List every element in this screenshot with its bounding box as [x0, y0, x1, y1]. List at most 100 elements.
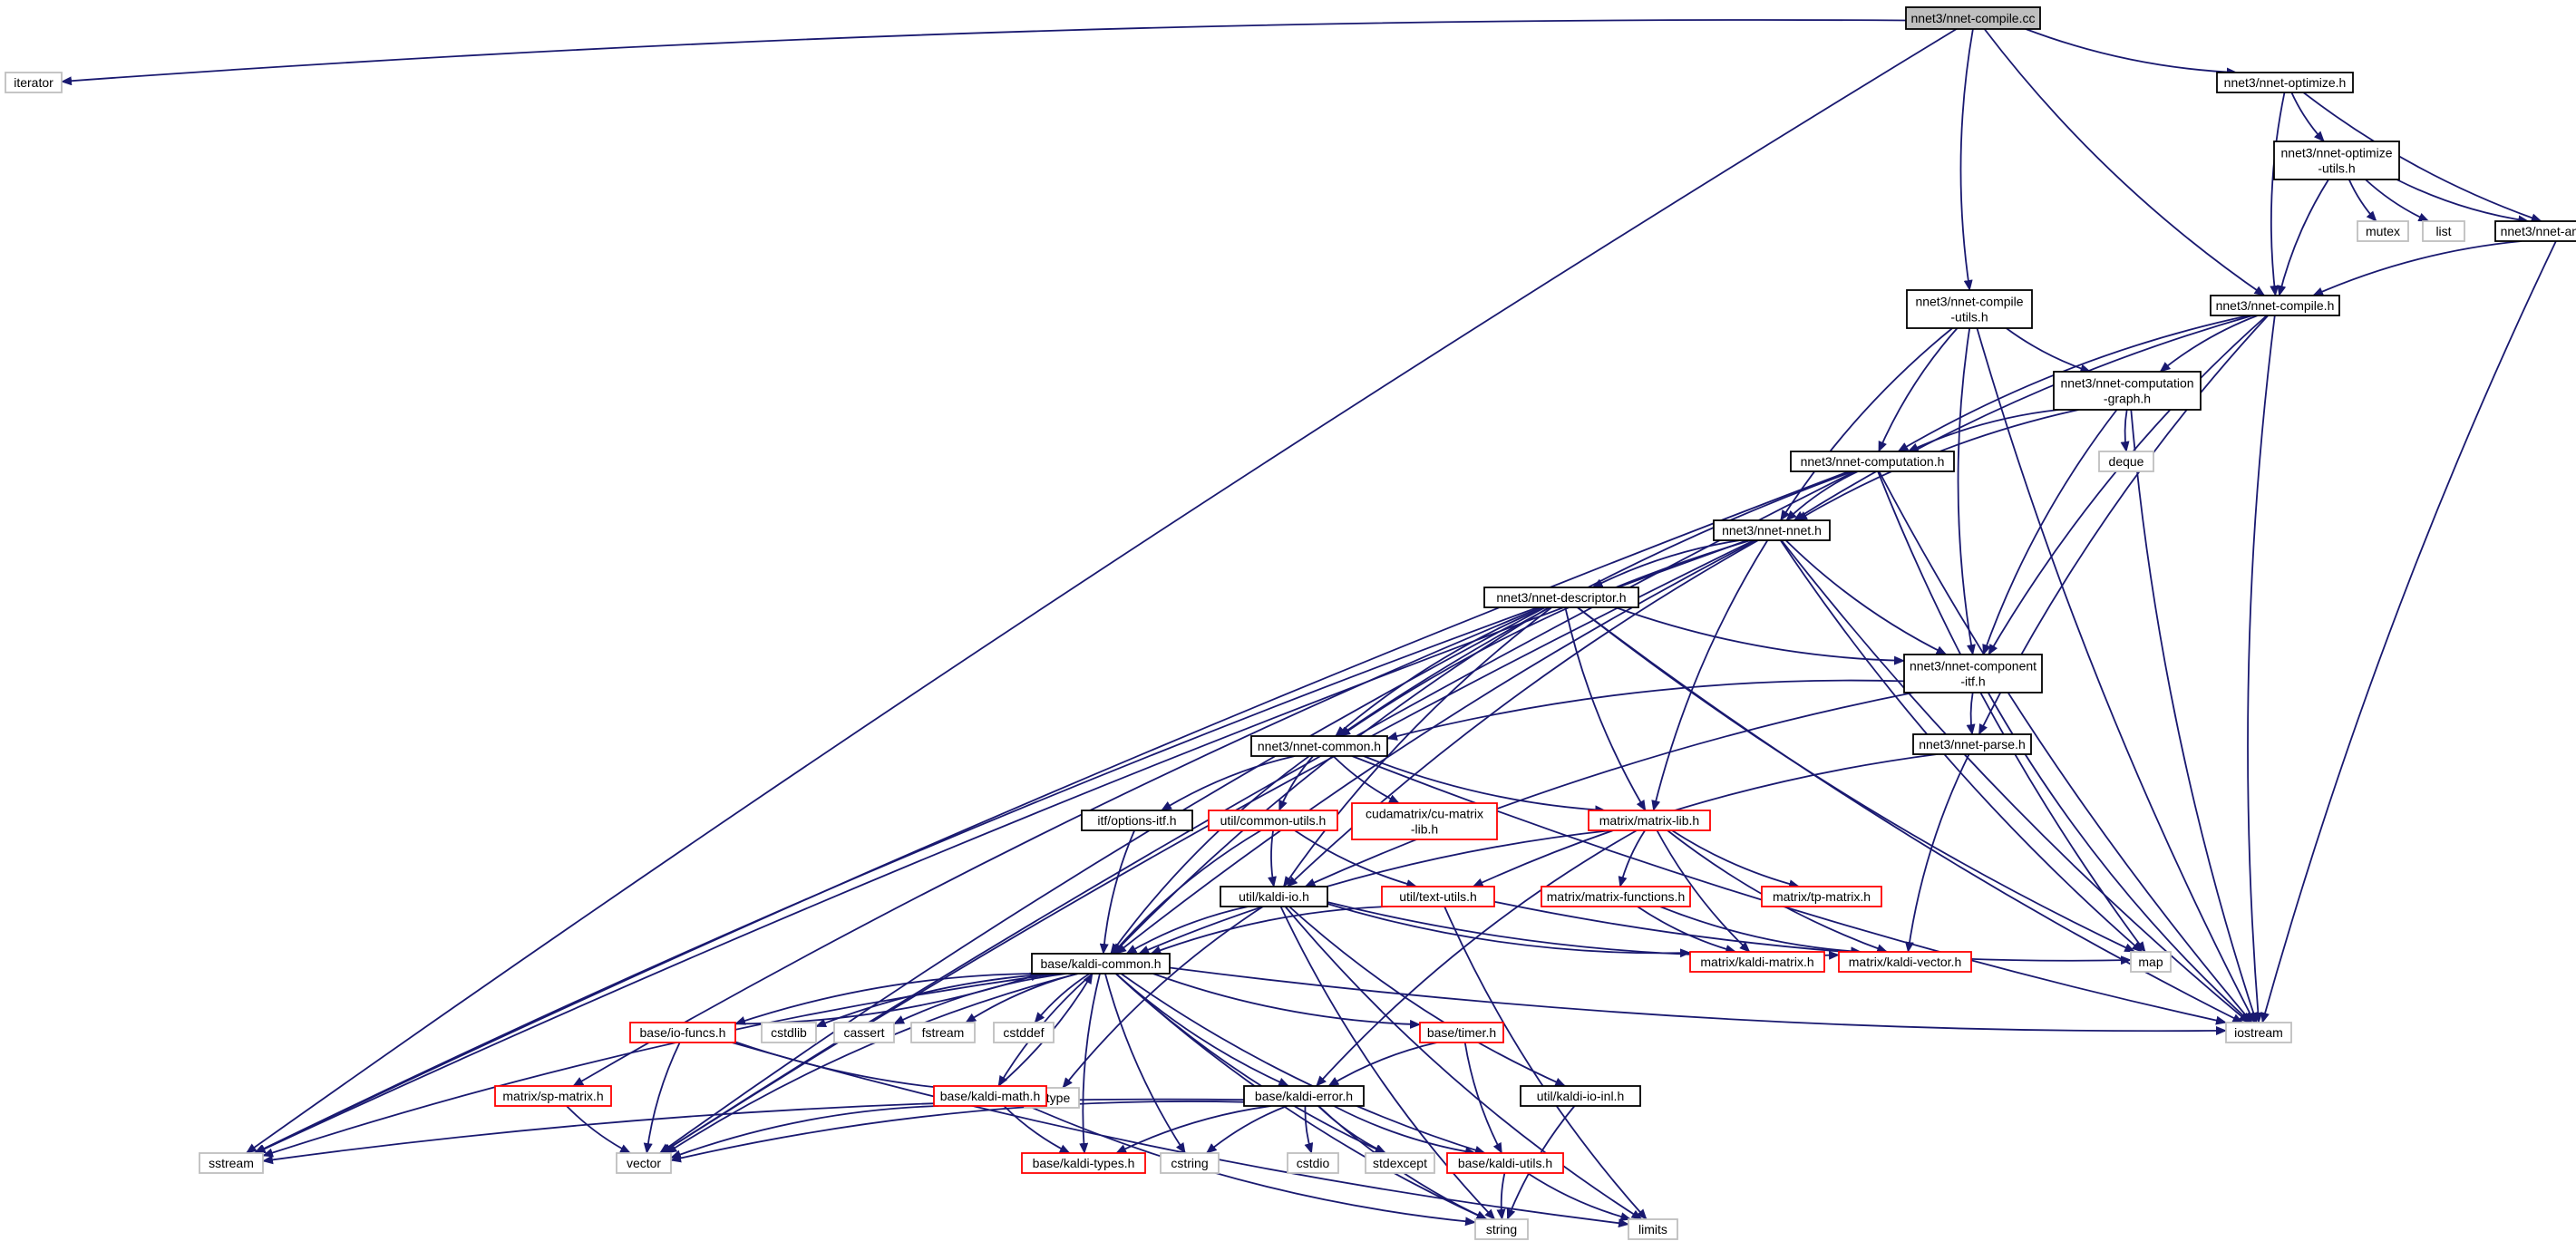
node-nnet-compile-utils-h[interactable]: nnet3/nnet-compile-utils.h — [1906, 289, 2033, 329]
node-box-iostream — [2225, 1022, 2292, 1043]
node-nnet-common-h[interactable]: nnet3/nnet-common.h — [1250, 735, 1388, 757]
edge-nnet-optimize-utils-h-to-mutex — [2348, 179, 2377, 222]
edge-nnet-computation-graph-h-to-nnet-computation-h — [1907, 409, 2059, 452]
node-label-nnet-compile-utils-h-1: -utils.h — [1950, 310, 1988, 325]
edge-sp-matrix-h-to-vector — [566, 1105, 631, 1154]
edge-kaldi-math-h-to-kaldi-types-h — [1003, 1105, 1071, 1154]
node-box-nnet-optimize-utils-h — [2273, 141, 2400, 180]
node-kaldi-utils-h[interactable]: base/kaldi-utils.h — [1446, 1152, 1564, 1174]
edge-nnet-descriptor-h-to-sstream — [254, 606, 1539, 1154]
edge-matrix-lib-h-to-kaldi-common-h — [1138, 829, 1611, 955]
node-kaldi-matrix-h[interactable]: matrix/kaldi-matrix.h — [1689, 951, 1825, 973]
node-matrix-functions-h[interactable]: matrix/matrix-functions.h — [1541, 886, 1691, 907]
node-kaldi-vector-h[interactable]: matrix/kaldi-vector.h — [1838, 951, 1972, 973]
edge-kaldi-common-h-to-string — [1114, 973, 1488, 1220]
edge-matrix-lib-h-to-matrix-functions-h — [1618, 829, 1646, 887]
node-nnet-descriptor-h[interactable]: nnet3/nnet-descriptor.h — [1483, 587, 1639, 608]
node-vector[interactable]: vector — [616, 1152, 672, 1174]
node-options-itf-h[interactable]: itf/options-itf.h — [1081, 810, 1193, 831]
node-label-mutex-0: mutex — [2366, 224, 2400, 238]
node-tp-matrix-h[interactable]: matrix/tp-matrix.h — [1761, 886, 1882, 907]
node-list[interactable]: list — [2422, 220, 2465, 242]
node-label-cstdlib-0: cstdlib — [771, 1025, 807, 1040]
edge-io-funcs-h-to-limits — [731, 1042, 1629, 1228]
node-nnet-compile-cc[interactable]: nnet3/nnet-compile.cc — [1905, 6, 2041, 30]
node-iostream[interactable]: iostream — [2225, 1022, 2292, 1043]
node-nnet-compile-h[interactable]: nnet3/nnet-compile.h — [2210, 295, 2340, 316]
node-iterator[interactable]: iterator — [5, 72, 63, 93]
node-label-io-funcs-h-0: base/io-funcs.h — [640, 1025, 726, 1040]
node-label-kaldi-error-h-0: base/kaldi-error.h — [1255, 1089, 1353, 1103]
edge-nnet-nnet-h-to-nnet-component-itf-h — [1784, 539, 1948, 655]
edge-nnet-compile-utils-h-to-nnet-computation-h — [1878, 327, 1959, 452]
node-deque[interactable]: deque — [2098, 451, 2154, 472]
node-kaldi-types-h[interactable]: base/kaldi-types.h — [1021, 1152, 1146, 1174]
edge-nnet-descriptor-h-to-nnet-component-itf-h — [1615, 606, 1905, 665]
node-box-text-utils-h — [1381, 886, 1495, 907]
node-box-kaldi-matrix-h — [1689, 951, 1825, 973]
node-nnet-optimize-h[interactable]: nnet3/nnet-optimize.h — [2216, 72, 2354, 93]
node-label-kaldi-math-h-0: base/kaldi-math.h — [940, 1089, 1041, 1103]
node-common-utils-h[interactable]: util/common-utils.h — [1208, 810, 1338, 831]
edge-matrix-lib-h-to-kaldi-matrix-h — [1656, 829, 1751, 953]
node-label-kaldi-common-h-0: base/kaldi-common.h — [1040, 956, 1161, 971]
node-box-cstring — [1160, 1152, 1220, 1174]
node-label-list-0: list — [2435, 224, 2451, 238]
edge-kaldi-error-h-to-cstring — [1205, 1105, 1288, 1154]
node-cstring[interactable]: cstring — [1160, 1152, 1220, 1174]
node-box-nnet-compile-utils-h — [1906, 289, 2033, 329]
node-cstdio[interactable]: cstdio — [1287, 1152, 1339, 1174]
edge-nnet-nnet-h-to-nnet-common-h — [1339, 539, 1752, 737]
node-kaldi-io-h[interactable]: util/kaldi-io.h — [1220, 886, 1328, 907]
node-box-nnet-computation-graph-h — [2053, 371, 2202, 411]
node-cstdlib[interactable]: cstdlib — [761, 1022, 817, 1043]
node-label-nnet-component-itf-h-1: -itf.h — [1960, 674, 1985, 689]
edge-nnet-compile-cc-to-nnet-optimize-h — [2025, 28, 2238, 77]
node-nnet-parse-h[interactable]: nnet3/nnet-parse.h — [1912, 733, 2032, 755]
edge-kaldi-error-h-to-kaldi-utils-h — [1333, 1105, 1476, 1157]
edge-kaldi-math-h-to-string — [1027, 1105, 1476, 1227]
node-kaldi-math-h[interactable]: base/kaldi-math.h — [933, 1085, 1047, 1107]
node-sp-matrix-h[interactable]: matrix/sp-matrix.h — [494, 1085, 612, 1107]
node-kaldi-error-h[interactable]: base/kaldi-error.h — [1243, 1085, 1365, 1107]
node-mutex[interactable]: mutex — [2357, 220, 2409, 242]
node-label-matrix-lib-h-0: matrix/matrix-lib.h — [1599, 813, 1699, 828]
node-box-list — [2422, 220, 2465, 242]
node-kaldi-io-inl-h[interactable]: util/kaldi-io-inl.h — [1520, 1085, 1641, 1107]
node-nnet-analyze-h[interactable]: nnet3/nnet-analyze.h — [2494, 220, 2576, 242]
node-nnet-nnet-h[interactable]: nnet3/nnet-nnet.h — [1713, 519, 1831, 541]
node-box-kaldi-error-h — [1243, 1085, 1365, 1107]
node-text-utils-h[interactable]: util/text-utils.h — [1381, 886, 1495, 907]
node-map[interactable]: map — [2130, 951, 2172, 973]
node-nnet-computation-h[interactable]: nnet3/nnet-computation.h — [1790, 451, 1955, 472]
edge-nnet-compile-utils-h-to-iostream — [1976, 327, 2256, 1023]
node-nnet-component-itf-h[interactable]: nnet3/nnet-component-itf.h — [1903, 654, 2043, 693]
node-stdexcept[interactable]: stdexcept — [1365, 1152, 1435, 1174]
edge-nnet-nnet-h-to-kaldi-io-h — [1287, 539, 1759, 887]
node-nnet-computation-graph-h[interactable]: nnet3/nnet-computation-graph.h — [2053, 371, 2202, 411]
node-cassert[interactable]: cassert — [833, 1022, 895, 1043]
node-cu-matrix-lib-h[interactable]: cudamatrix/cu-matrix-lib.h — [1351, 802, 1498, 840]
node-label-sstream-0: sstream — [209, 1156, 254, 1170]
node-fstream[interactable]: fstream — [910, 1022, 976, 1043]
edge-nnet-computation-graph-h-to-deque — [2120, 409, 2130, 452]
edge-nnet-computation-h-to-nnet-nnet-h — [1785, 470, 1859, 521]
node-io-funcs-h[interactable]: base/io-funcs.h — [629, 1022, 736, 1043]
node-label-matrix-functions-h-0: matrix/matrix-functions.h — [1547, 889, 1685, 904]
node-sstream[interactable]: sstream — [199, 1152, 264, 1174]
edge-nnet-nnet-h-to-map — [1779, 539, 2143, 953]
node-string[interactable]: string — [1474, 1218, 1529, 1240]
node-box-kaldi-io-h — [1220, 886, 1328, 907]
node-limits[interactable]: limits — [1628, 1218, 1678, 1240]
edge-nnet-component-itf-h-to-nnet-common-h — [1386, 679, 1905, 741]
node-cstddef[interactable]: cstddef — [993, 1022, 1055, 1043]
edge-kaldi-common-h-to-stdexcept — [1114, 973, 1386, 1154]
node-label-string-0: string — [1486, 1222, 1517, 1236]
edge-kaldi-error-h-to-kaldi-types-h — [1115, 1105, 1272, 1154]
node-kaldi-common-h[interactable]: base/kaldi-common.h — [1031, 953, 1171, 975]
node-timer-h[interactable]: base/timer.h — [1419, 1022, 1504, 1043]
node-nnet-optimize-utils-h[interactable]: nnet3/nnet-optimize-utils.h — [2273, 141, 2400, 180]
edge-nnet-common-h-to-options-itf-h — [1161, 755, 1296, 811]
edge-kaldi-error-h-to-sstream — [262, 1098, 1245, 1165]
node-matrix-lib-h[interactable]: matrix/matrix-lib.h — [1588, 810, 1711, 831]
